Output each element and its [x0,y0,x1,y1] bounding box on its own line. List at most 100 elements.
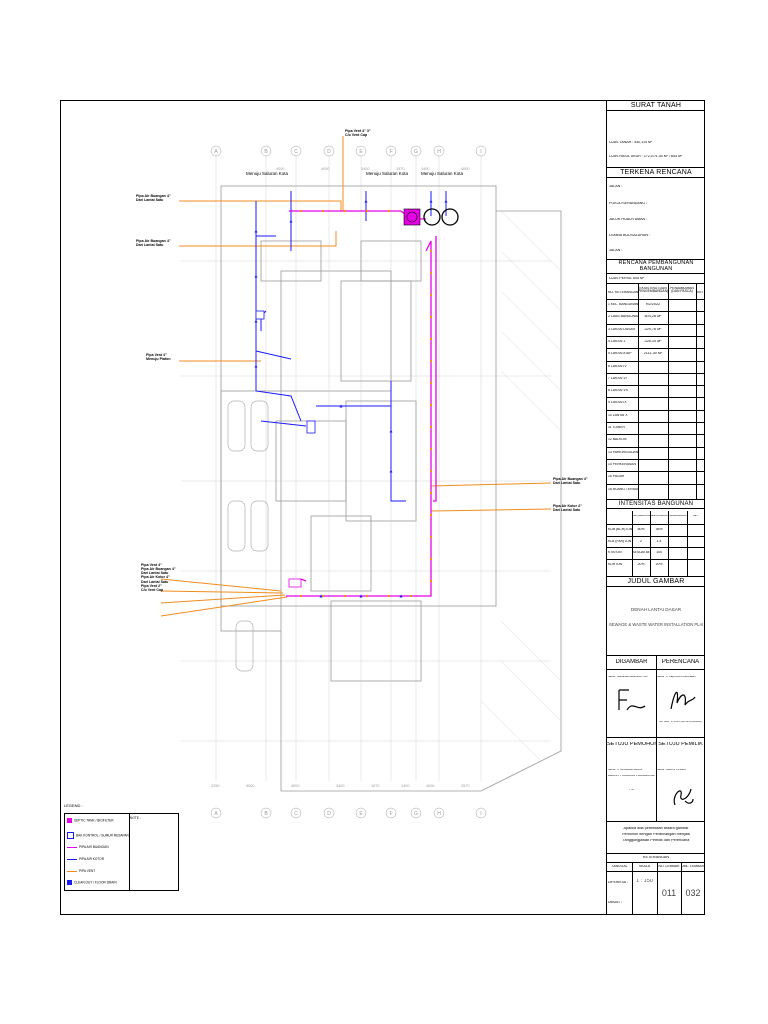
table-head: KET [697,291,704,294]
cleanout-dot [429,315,433,319]
cleanout-dot [387,209,391,213]
building-row-label: 4 LANTAI 1 [608,339,626,343]
grid-bubble [475,807,487,819]
signature-digambar [618,689,646,711]
signature-perencana [670,691,696,710]
cleanout-dot [429,403,433,407]
terkena-rencana-header: TERKENA RENCANA [607,167,705,178]
legend-item: SEPTIC TANK / BIOFILTER [67,818,114,823]
grid-letter: I [480,811,481,817]
dimension-label: 1570 [371,784,380,788]
cleanout-dot [429,293,433,297]
intensitas-cell: 20% [655,562,663,566]
no-registrasi: NO SKA : 1.1.01.0 (G) NLS (000000) [659,721,702,723]
dimension-label: 3400 [361,167,370,171]
cleanout-dot [429,469,433,473]
cleanout-dot [429,425,433,429]
intensitas-cell: KDB (BCR) ION [608,528,632,531]
cleanout-dot [429,381,433,385]
grid-bubble [385,807,397,819]
grid-bubble [433,145,445,157]
dimension-label: 4000 [321,167,330,171]
building-row-value: R2/2022 [645,303,661,306]
grid-letter: I [480,149,481,155]
intensitas-cell: 35% [655,528,663,531]
flow-arrow [359,594,363,598]
building-row-label: 6 LANTAI IV [608,364,627,368]
building-row-label: 12 BALKON [608,438,627,442]
grid-bubble [290,807,302,819]
grid-bubble [475,145,487,157]
flow-arrow [389,429,393,433]
pipe-kotor-legend-icon [67,858,77,860]
luas-hasil-ukur: LUAS HASIL UKUR : 172,07/1,40 M² / 644 M… [609,155,683,158]
pipe-air-kotor [255,191,447,597]
callout-left-2: Pipa Air Buangan 4"Dari Lantai Satu [136,239,171,248]
cleanout-dot [321,594,325,598]
dimension-label: 1570 [396,167,405,171]
terkena-row: JALAN : [609,249,623,252]
flow-arrow [319,594,323,598]
cleanout-dot [429,557,433,561]
clean-out-box [306,420,316,434]
nama-pemohon: Nama : Ir. GUNAWAN HAKIM [608,769,643,771]
flow-arrow [254,274,258,278]
note-label: NOTE : [130,816,141,820]
judul-line-2: SEWAGE & WASTE WATER INSTALLATION PLAN [609,623,703,627]
grid-letter: A [214,811,218,817]
bak-kontrol [423,208,459,226]
nama-perencana: Nama : Ir. Kayk Rumi Brahmakan [657,676,696,678]
building-row-label: 3 LANTAI DASAR [608,327,636,331]
grid-letter: E [359,811,363,817]
grid-bubble [323,807,335,819]
note-box: NOTE : [128,813,179,891]
cleanout-dot [299,209,303,213]
intensitas-cell: 2 [640,539,642,543]
flow-arrow [254,319,258,323]
floor-drain-box [255,310,265,320]
table-head: PENAMBAHAN (DAN PASCA) [670,287,694,294]
legend-title: LEGEND : [64,803,83,808]
dimension-label: 1400 [421,167,430,171]
legend-item: BAK KONTROL / SUMUR RESAPAN [67,832,129,839]
flow-arrow [254,364,258,368]
cleanout-dot [409,594,413,598]
flow-arrow [364,199,368,203]
menuju-label-2: Menuju Saluran Kota [366,171,409,176]
flow-arrow [444,199,448,203]
luas-kavling: LUAS PERSIL 644 M² [609,277,645,280]
ttd-label: TTD [628,789,635,791]
flow-arrow [254,229,258,233]
building-row-label: 7 LANTAI VI [608,376,627,380]
pipe-vent-legend-icon [67,870,77,872]
dimension-label: 4000 [291,784,300,788]
callout-leaders [160,136,552,617]
intensitas-head: PENAMBAHAN [668,515,687,517]
disclaimer-line: Tanggungjawab Pemilik dan Perencana [622,839,690,842]
intensitas-head: ADA (RENCANA) [632,515,650,517]
dimension-label: 3400 [336,784,345,788]
walls [220,185,562,792]
hatched-area [480,210,562,762]
building-row-label: 14 PERKERASAN [608,462,636,466]
terkena-row: DOMBA BUL/SALURAN : [609,234,650,237]
building-row-value: 229,76 M² [644,327,662,331]
grid-bubble [410,145,422,157]
grid-letter: H [437,811,441,817]
nama-pemilik: Nama : BAGUS TUSIMA [657,769,686,771]
no-lembar-value: 011 [661,889,677,898]
cleanout-dot [429,491,433,495]
grid-bubble [355,807,367,819]
terkena-row: JALAN : [609,185,623,188]
dimension-label: 2570 [461,784,470,788]
skala-value: 1 : 150 [636,879,653,884]
intensitas-head: SESUAI RENCANA [650,515,668,517]
grid-lines [181,156,551,781]
building-row-label: 13 PARKIR/GUDANG [608,450,638,454]
table-head: EKSISTING (DAN PENGEMBANGAN) [638,287,668,294]
callout-left-4: Pipa Vent 4" Pipa Air Buangan 4" Dari La… [141,563,176,592]
judul-line-1: DENAH LANTAI DASAR [630,608,682,612]
dibuat-label: DIBUAT : [608,901,623,904]
septic-legend-icon [67,818,72,823]
